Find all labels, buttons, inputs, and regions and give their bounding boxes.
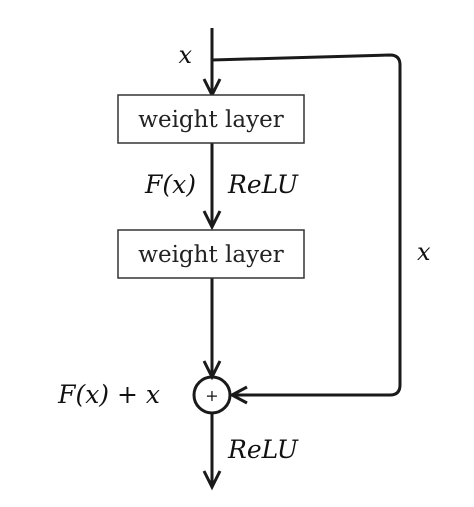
shortcut-path [211,53,402,397]
weight-layer-label-1: weight layer [138,107,283,133]
addition-node [192,375,232,415]
mid-arrowhead [202,210,222,231]
weight-layer-box-2 [117,229,305,279]
sum-label: F(x) + x [57,380,160,409]
residual-fx-label: F(x) [144,170,196,199]
input-x-label: x [178,41,192,69]
weight-layer-label-2: weight layer [138,242,283,268]
shortcut-arrowhead [228,385,248,405]
relu-mid-label: ReLU [227,170,299,199]
output-arrowhead [202,470,222,491]
shortcut-x-label: x [417,238,431,266]
weight-layer-box-1 [117,94,305,144]
relu-out-label: ReLU [227,435,299,464]
plus-icon: + [205,386,218,405]
